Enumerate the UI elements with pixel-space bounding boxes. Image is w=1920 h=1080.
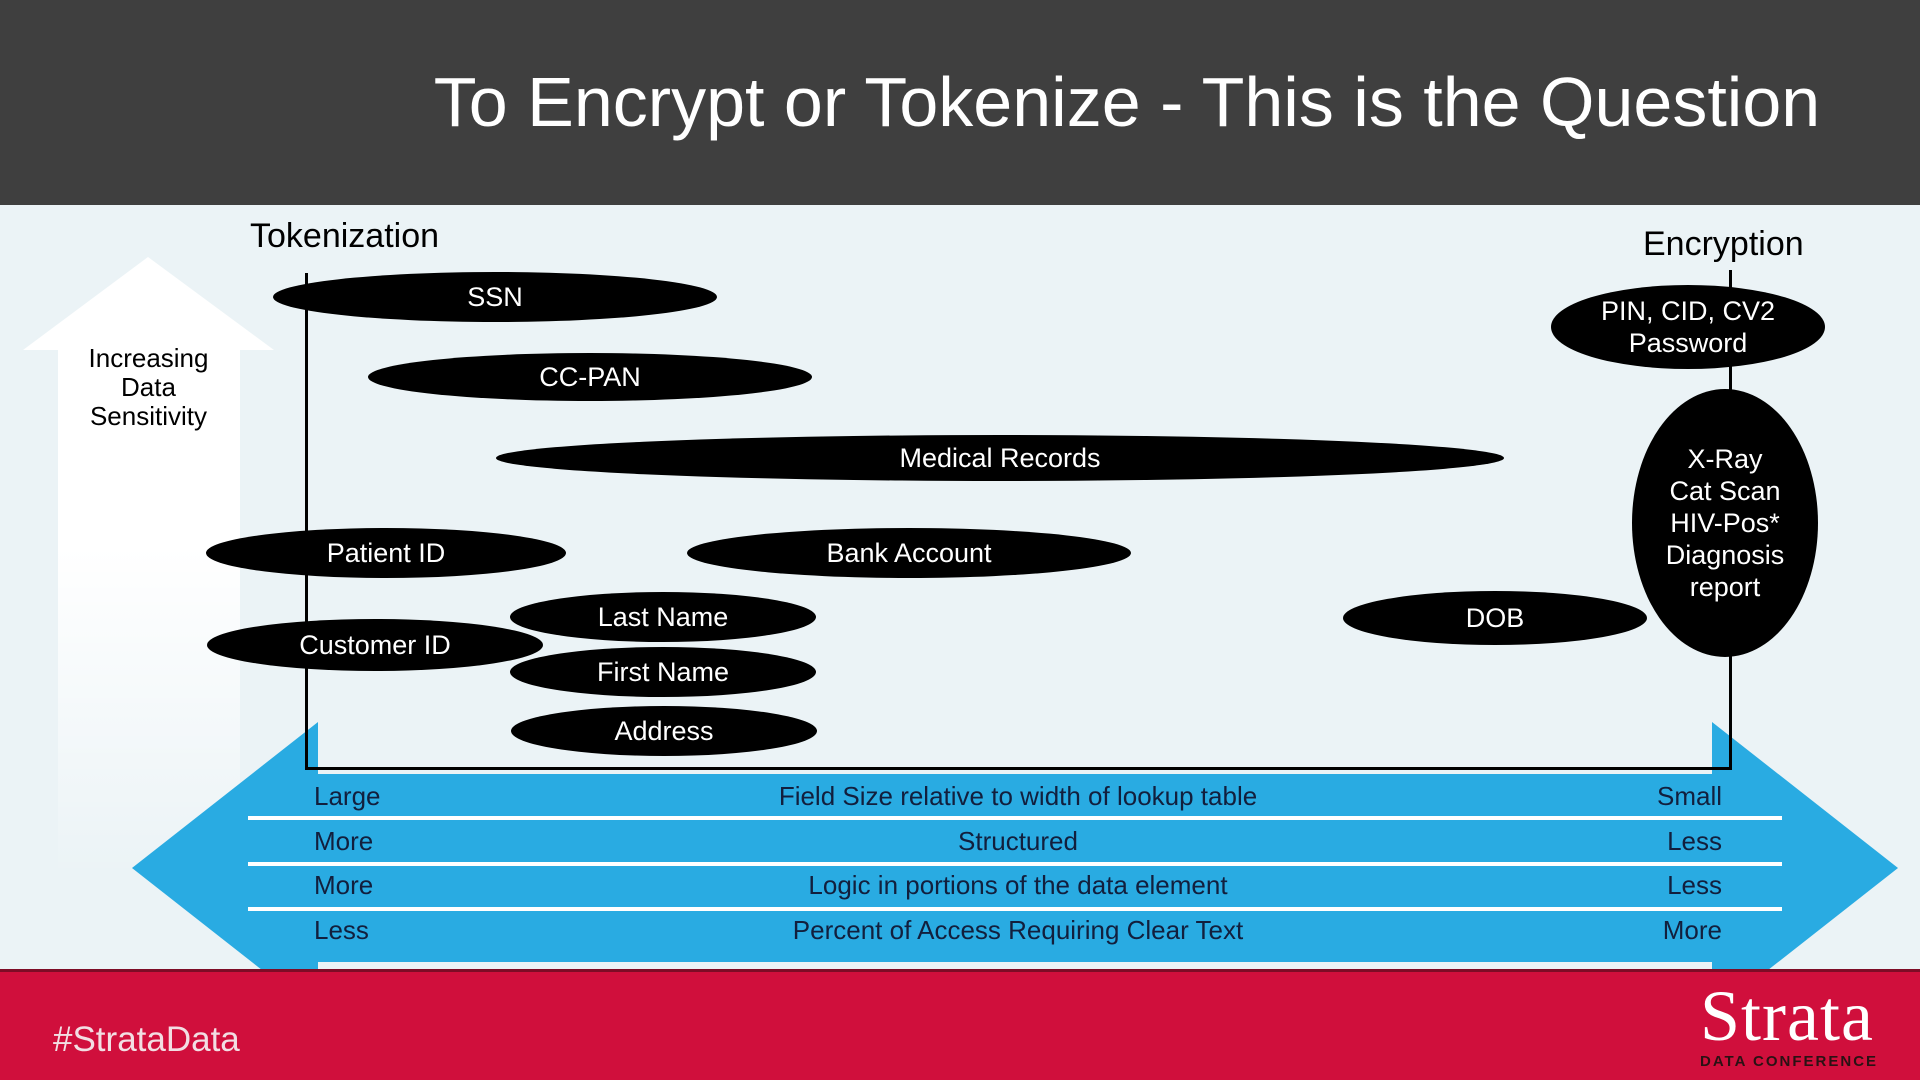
- comparison-cell-right: Small: [1656, 781, 1722, 811]
- tokenization-label: Tokenization: [250, 217, 440, 255]
- ellipse-cc-pan: CC-PAN: [368, 353, 812, 401]
- ellipse-label: PIN, CID, CV2: [1600, 296, 1776, 326]
- baseline-axis-line: [305, 767, 1732, 770]
- row-separator: [248, 862, 1782, 866]
- comparison-cell-left: More: [314, 870, 374, 900]
- ellipse-label: CC-PAN: [539, 362, 641, 392]
- comparison-cell-left: Large: [314, 781, 381, 811]
- ellipse-label: Diagnosis: [1665, 540, 1785, 570]
- ellipse-customer-id: Customer ID: [207, 619, 543, 671]
- ellipse-dob: DOB: [1343, 591, 1647, 645]
- ellipse-label: X-Ray: [1687, 444, 1763, 474]
- row-separator: [248, 907, 1782, 911]
- title-bar: To Encrypt or Tokenize - This is the Que…: [0, 0, 1920, 205]
- ellipse-label: DOB: [1465, 603, 1525, 633]
- ellipse-label: Password: [1628, 328, 1748, 358]
- slide-title: To Encrypt or Tokenize - This is the Que…: [433, 63, 1821, 141]
- comparison-cell-center: Structured: [958, 826, 1078, 856]
- ellipse-ssn: SSN: [273, 272, 717, 322]
- comparison-cell-center: Percent of Access Requiring Clear Text: [792, 915, 1244, 945]
- ellipse-label: Patient ID: [326, 538, 446, 568]
- row-separator: [248, 816, 1782, 820]
- ellipse-label: Medical Records: [899, 443, 1101, 473]
- ellipse-label: Customer ID: [299, 630, 451, 660]
- comparison-cell-left: Less: [314, 915, 369, 945]
- ellipse-patient-id: Patient ID: [206, 528, 566, 578]
- ellipse-address: Address: [511, 706, 817, 756]
- encryption-label: Encryption: [1643, 225, 1804, 263]
- comparison-cell-right: More: [1662, 915, 1722, 945]
- ellipse-label: Last Name: [597, 602, 729, 632]
- strata-logo: Strata DATA CONFERENCE: [1700, 980, 1880, 1070]
- comparison-arrow-body: [318, 774, 1712, 962]
- footer-bar: #StrataData Strata DATA CONFERENCE: [0, 969, 1920, 1080]
- ellipse-label: HIV-Pos*: [1670, 508, 1780, 538]
- strata-logo-title: Strata: [1700, 976, 1874, 1056]
- comparison-cell-center: Field Size relative to width of lookup t…: [778, 781, 1258, 811]
- ellipse-bank-account: Bank Account: [687, 528, 1131, 578]
- comparison-cell-right: Less: [1667, 826, 1722, 856]
- ellipse-label: Bank Account: [826, 538, 992, 568]
- comparison-cell-center: Logic in portions of the data element: [808, 870, 1228, 900]
- ellipse-label: First Name: [596, 657, 729, 687]
- ellipse-label: Address: [614, 716, 714, 746]
- ellipse-label: SSN: [467, 282, 523, 312]
- comparison-cell-right: Less: [1667, 870, 1722, 900]
- ellipse-label: Cat Scan: [1669, 476, 1781, 506]
- hashtag-label: #StrataData: [53, 1020, 240, 1059]
- tokenization-axis-line: [305, 273, 308, 770]
- ellipse-first-name: First Name: [510, 647, 816, 697]
- ellipse-medical-records: Medical Records: [496, 435, 1504, 481]
- strata-logo-subtitle: DATA CONFERENCE: [1700, 1053, 1879, 1070]
- ellipse-label: report: [1689, 572, 1761, 602]
- comparison-cell-left: More: [314, 826, 374, 856]
- ellipse-last-name: Last Name: [510, 592, 816, 642]
